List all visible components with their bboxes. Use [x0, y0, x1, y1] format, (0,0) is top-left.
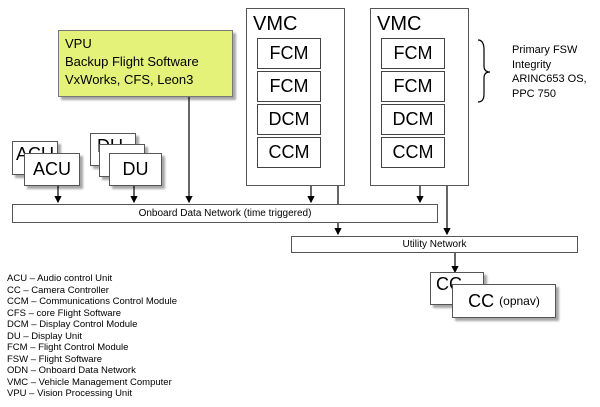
vmc-left-ccm: CCM — [257, 137, 321, 168]
legend-item: ODN – Onboard Data Network — [7, 365, 136, 376]
vmc-right-title: VMC — [377, 13, 422, 35]
annotation-line-2: Integrity — [512, 58, 552, 71]
vpu-box: VPU Backup Flight Software VxWorks, CFS,… — [58, 30, 233, 97]
vpu-title: VPU — [65, 36, 92, 51]
utility-network-label: Utility Network — [402, 239, 467, 250]
vpu-software: Backup Flight Software — [65, 54, 199, 69]
vmc-left-title: VMC — [253, 13, 298, 35]
acu-front-label: ACU — [32, 159, 71, 179]
legend-item: FSW – Flight Software — [7, 353, 103, 365]
legend-item: CC – Camera Controller — [7, 284, 109, 296]
legend-item: DU – Display Unit — [7, 330, 82, 342]
vpu-platform: VxWorks, CFS, Leon3 — [65, 72, 194, 87]
vmc-left: VMC FCM FCM DCM CCM — [246, 8, 345, 186]
du-box-front: DU — [109, 153, 162, 186]
acu-box-front: ACU — [24, 153, 80, 186]
legend-item: CCM – Communications Control Module — [7, 296, 178, 307]
vmc-left-dcm: DCM — [257, 104, 321, 135]
abbreviation-legend: ACU – Audio control Unit CC – Camera Con… — [7, 273, 177, 400]
odn-label: Onboard Data Network (time triggered) — [138, 208, 312, 219]
vmc-right: VMC FCM FCM DCM CCM — [370, 8, 469, 186]
annotation-line-4: PPC 750 — [512, 87, 557, 100]
cc-box-front: CC (opnav) — [452, 284, 556, 318]
vmc-right-fcm-1: FCM — [381, 38, 445, 69]
vmc-left-fcm-1: FCM — [257, 38, 321, 69]
du-front-label: DU — [122, 159, 149, 179]
legend-item: DCM – Display Control Module — [7, 319, 138, 330]
legend-item: ACU – Audio control Unit — [7, 273, 113, 284]
cc-front-sub: (opnav) — [499, 294, 540, 308]
onboard-data-network-bar: Onboard Data Network (time triggered) — [12, 204, 438, 223]
primary-fsw-annotation: Primary FSW Integrity ARINC653 OS, PPC 7… — [512, 43, 587, 101]
cc-front-label: CC — [468, 290, 495, 311]
legend-item: VMC – Vehicle Management Computer — [7, 376, 172, 388]
legend-item: VPU – Vision Processing Unit — [7, 388, 132, 399]
vmc-right-dcm: DCM — [381, 104, 445, 135]
utility-network-bar: Utility Network — [291, 236, 578, 253]
legend-item: FCM – Flight Control Module — [7, 342, 129, 353]
vmc-right-fcm-2: FCM — [381, 71, 445, 102]
vmc-right-ccm: CCM — [381, 137, 445, 168]
annotation-line-1: Primary FSW — [512, 44, 578, 56]
annotation-line-3: ARINC653 OS, — [512, 73, 587, 85]
legend-item: CFS – core Flight Software — [7, 307, 122, 319]
annotation-bracket — [477, 39, 491, 103]
vmc-left-fcm-2: FCM — [257, 71, 321, 102]
